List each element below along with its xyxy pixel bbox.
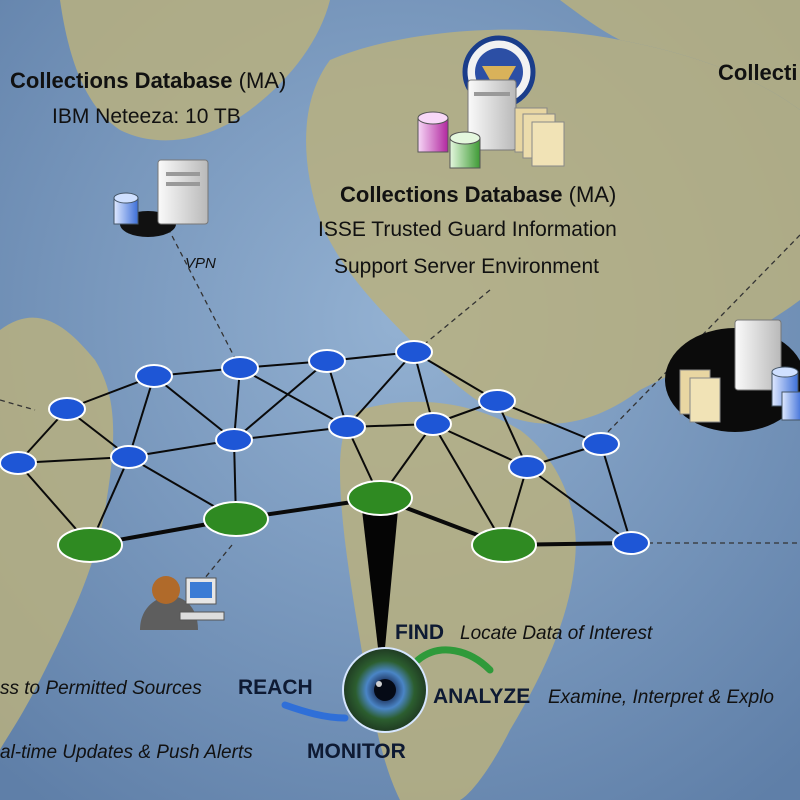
db1-detail: IBM Neteeza: 10 TB <box>52 105 241 128</box>
hub-node <box>203 501 269 537</box>
network-edge <box>128 375 155 458</box>
network-node <box>508 455 546 479</box>
network-node <box>215 428 253 452</box>
network-node <box>414 412 452 436</box>
db1-qualifier: (MA) <box>238 68 287 93</box>
reach-description: ss to Permitted Sources <box>0 678 202 699</box>
network-edge <box>600 443 632 544</box>
hub-node <box>57 527 123 563</box>
data-funnel-spike <box>362 510 398 648</box>
db2-title-text: Collections Database <box>340 182 563 207</box>
network-edge <box>432 423 528 468</box>
analyze-description: Examine, Interpret & Explo <box>548 687 774 708</box>
db2-qualifier: (MA) <box>568 182 617 207</box>
network-node <box>395 340 433 364</box>
network-edge <box>432 423 505 546</box>
hub-node <box>347 480 413 516</box>
connector-east-db <box>599 234 800 441</box>
network-edge <box>233 426 348 441</box>
network-edge <box>413 351 434 425</box>
hub-node <box>471 527 537 563</box>
network-edge <box>346 351 415 428</box>
database-cylinder-icon <box>417 79 517 169</box>
file-folders-icon <box>514 107 565 167</box>
network-node <box>0 451 37 475</box>
server-icon <box>113 159 209 237</box>
connector-west <box>0 399 36 411</box>
vpn-label: VPN <box>185 255 216 272</box>
db1-title-text: Collections Database <box>10 68 233 93</box>
server-cluster-icon <box>665 319 800 432</box>
db2-detail-line2: Support Server Environment <box>334 255 599 278</box>
network-node <box>48 397 86 421</box>
network-node <box>221 356 259 380</box>
monitor-label: MONITOR <box>307 740 406 763</box>
network-nodes <box>0 340 650 563</box>
find-description: Locate Data of Interest <box>460 623 653 644</box>
monitor-description: al-time Updates & Push Alerts <box>0 742 253 763</box>
cycle-arc-green <box>414 646 494 674</box>
db2-title: Collections Database (MA) <box>340 182 616 208</box>
analyze-label: ANALYZE <box>433 685 531 708</box>
network-node <box>135 364 173 388</box>
network-node <box>612 531 650 555</box>
network-edge <box>239 367 348 428</box>
analyst-workstation-icon <box>140 576 225 630</box>
cycle-arc-blue <box>281 701 349 722</box>
reach-label: REACH <box>238 676 313 699</box>
db1-title: Collections Database (MA) <box>10 68 286 94</box>
find-label: FIND <box>395 621 444 644</box>
network-node <box>478 389 516 413</box>
db3-title: Collecti <box>718 60 798 85</box>
network-node <box>110 445 148 469</box>
network-node <box>308 349 346 373</box>
eye-circuit-icon <box>342 647 428 733</box>
network-edge <box>233 360 328 441</box>
network-edge <box>153 375 235 441</box>
network-edge <box>496 400 602 445</box>
network-edge <box>233 367 241 441</box>
network-node <box>328 415 366 439</box>
db2-detail-line1: ISSE Trusted Guard Information <box>318 218 617 241</box>
network-node <box>582 432 620 456</box>
connector-guard <box>414 289 491 353</box>
network-edge <box>526 466 632 544</box>
